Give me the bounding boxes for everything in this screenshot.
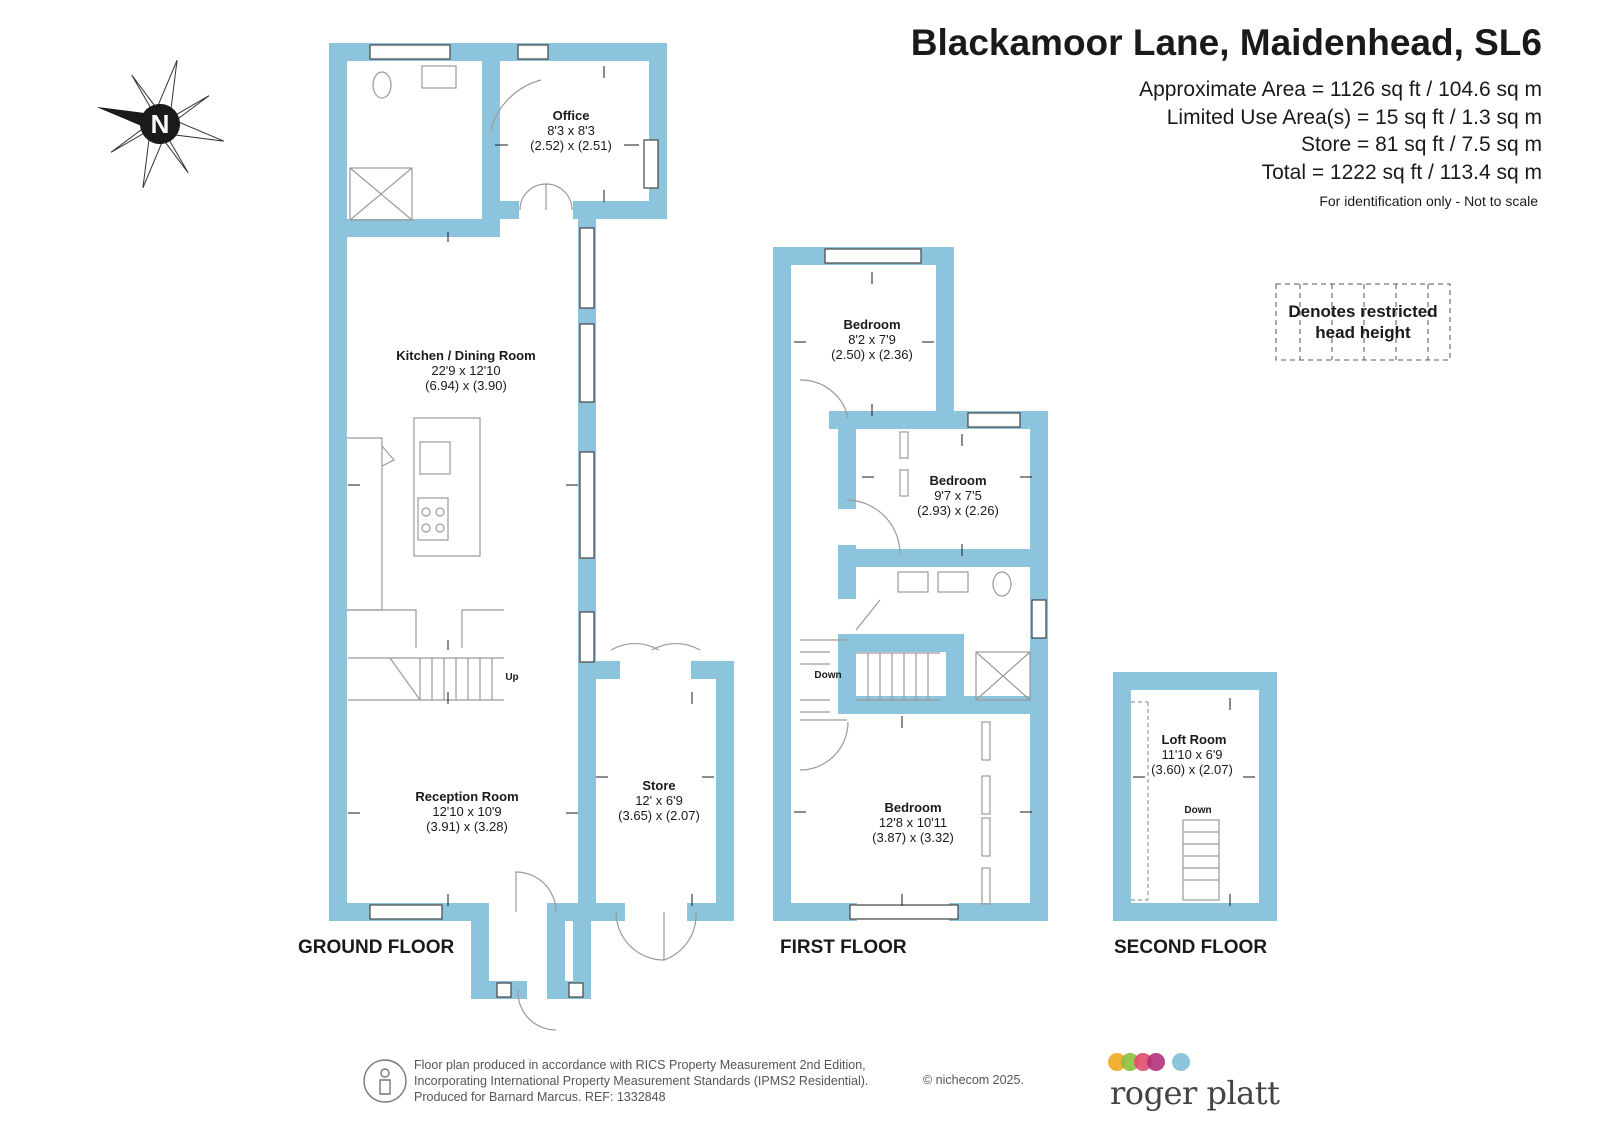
legend-box [1275, 283, 1451, 361]
floor-label-ground: GROUND FLOOR [298, 937, 455, 958]
legend-line-2: head height [1315, 323, 1411, 342]
second-floor-walls [1113, 672, 1277, 921]
property-title: Blackamoor Lane, Maidenhead, SL6 [910, 22, 1542, 63]
legend-text: Denotes restricted head height [1276, 301, 1450, 343]
area-store: Store = 81 sq ft / 7.5 sq m [1300, 133, 1542, 156]
legend-line-1: Denotes restricted [1288, 302, 1438, 321]
room-name-office: Office [553, 108, 590, 123]
room-name-bedroom-2: Bedroom [929, 473, 986, 488]
area-total: Total = 1222 sq ft / 113.4 sq m [1261, 161, 1542, 184]
scale-note: For identification only - Not to scale [1319, 193, 1538, 209]
room-imperial-bedroom-1: 8'2 x 7'9 [848, 332, 896, 347]
ground-floor-walls [329, 43, 734, 999]
brand-logo-dots [1108, 1053, 1190, 1071]
stairs-up-label: Up [505, 672, 518, 683]
room-name-loft: Loft Room [1162, 732, 1227, 747]
room-metric-office: (2.52) x (2.51) [530, 138, 612, 153]
room-imperial-bedroom-2: 9'7 x 7'5 [934, 488, 982, 503]
compass-north-letter: N [151, 109, 170, 139]
room-metric-bedroom-2: (2.93) x (2.26) [917, 503, 999, 518]
windows [369, 44, 1047, 998]
area-limited-use: Limited Use Area(s) = 15 sq ft / 1.3 sq … [1166, 106, 1542, 129]
area-approximate: Approximate Area = 1126 sq ft / 104.6 sq… [1139, 78, 1542, 101]
room-metric-loft: (3.60) x (2.07) [1151, 762, 1233, 777]
compass: N [96, 60, 224, 188]
footer-copyright: © nichecom 2025. [923, 1073, 1024, 1087]
room-name-reception: Reception Room [415, 789, 518, 804]
room-imperial-bedroom-3: 12'8 x 10'11 [879, 815, 947, 830]
room-metric-reception: (3.91) x (3.28) [426, 819, 508, 834]
room-name-store: Store [642, 778, 675, 793]
room-imperial-store: 12' x 6'9 [635, 793, 683, 808]
room-imperial-reception: 12'10 x 10'9 [432, 804, 501, 819]
dimension-arrows [348, 66, 1255, 906]
room-imperial-kitchen: 22'9 x 12'10 [431, 363, 500, 378]
room-imperial-loft: 11'10 x 6'9 [1161, 747, 1222, 762]
fixtures [347, 65, 1220, 1031]
room-metric-bedroom-1: (2.50) x (2.36) [831, 347, 913, 362]
rics-logo [363, 1059, 407, 1103]
brand-name: roger platt [1110, 1074, 1280, 1112]
stairs-down-label-first: Down [814, 670, 841, 681]
room-metric-bedroom-3: (3.87) x (3.32) [872, 830, 954, 845]
room-name-bedroom-1: Bedroom [843, 317, 900, 332]
room-imperial-office: 8'3 x 8'3 [547, 123, 595, 138]
room-metric-store: (3.65) x (2.07) [618, 808, 700, 823]
footer-line-3: Produced for Barnard Marcus. REF: 133284… [414, 1090, 666, 1104]
footer-text: Floor plan produced in accordance with R… [414, 1057, 868, 1105]
stairs-down-label-second: Down [1184, 805, 1211, 816]
floor-label-second: SECOND FLOOR [1114, 937, 1268, 958]
room-name-bedroom-3: Bedroom [884, 800, 941, 815]
room-labels: Office 8'3 x 8'3 (2.52) x (2.51) Kitchen… [396, 108, 1233, 845]
footer-line-2: Incorporating International Property Mea… [414, 1074, 869, 1088]
room-metric-kitchen: (6.94) x (3.90) [425, 378, 507, 393]
footer-line-1: Floor plan produced in accordance with R… [414, 1058, 866, 1072]
floor-label-first: FIRST FLOOR [780, 937, 907, 958]
room-name-kitchen: Kitchen / Dining Room [396, 348, 535, 363]
